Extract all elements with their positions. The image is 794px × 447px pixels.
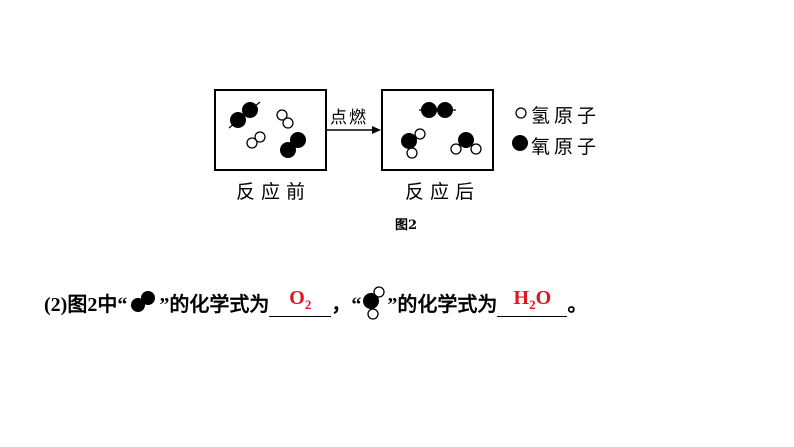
hydrogen-atom-legend-icon bbox=[515, 107, 527, 119]
reaction-diagram bbox=[214, 89, 528, 171]
question-line: (2)图2中“ ”的化学式为 O2 ，“ ”的化学式为 H2O 。 bbox=[44, 284, 587, 320]
answer-blank-2: H2O bbox=[497, 287, 568, 317]
figure-caption: 图2 bbox=[395, 218, 418, 233]
answer2-h: H bbox=[513, 287, 530, 309]
answer1-sub: 2 bbox=[304, 297, 312, 312]
answer2-sub: 2 bbox=[529, 297, 536, 312]
question-sep: ，“ bbox=[331, 293, 362, 316]
oxygen-molecule bbox=[280, 132, 306, 158]
water-molecule bbox=[401, 128, 426, 159]
answer2-o: O bbox=[535, 287, 552, 309]
hydrogen-molecule bbox=[246, 131, 266, 149]
question-end: 。 bbox=[567, 293, 588, 316]
legend-oxygen: 氧原子 bbox=[531, 136, 601, 158]
oxygen-atom-legend-icon bbox=[512, 135, 528, 151]
answer1-base: O bbox=[289, 287, 305, 309]
water-molecule-icon bbox=[363, 286, 385, 320]
after-label: 反应后 bbox=[405, 181, 481, 203]
oxygen-molecule bbox=[228, 101, 261, 129]
question-prefix: (2)图2中“ bbox=[44, 293, 128, 316]
question-mid1: ”的化学式为 bbox=[159, 293, 270, 316]
before-box bbox=[214, 89, 327, 171]
water-molecule bbox=[450, 132, 482, 155]
answer-blank-1: O2 bbox=[269, 287, 332, 317]
question-mid2: ”的化学式为 bbox=[387, 293, 498, 316]
oxygen-molecule bbox=[419, 102, 456, 118]
legend-hydrogen: 氢原子 bbox=[531, 105, 601, 127]
oxygen-molecule-icon bbox=[131, 291, 156, 312]
arrow-label: 点燃 bbox=[330, 108, 368, 128]
reaction-arrow bbox=[326, 126, 381, 134]
hydrogen-molecule bbox=[276, 109, 294, 129]
after-box bbox=[381, 89, 494, 171]
before-label: 反应前 bbox=[236, 181, 312, 203]
